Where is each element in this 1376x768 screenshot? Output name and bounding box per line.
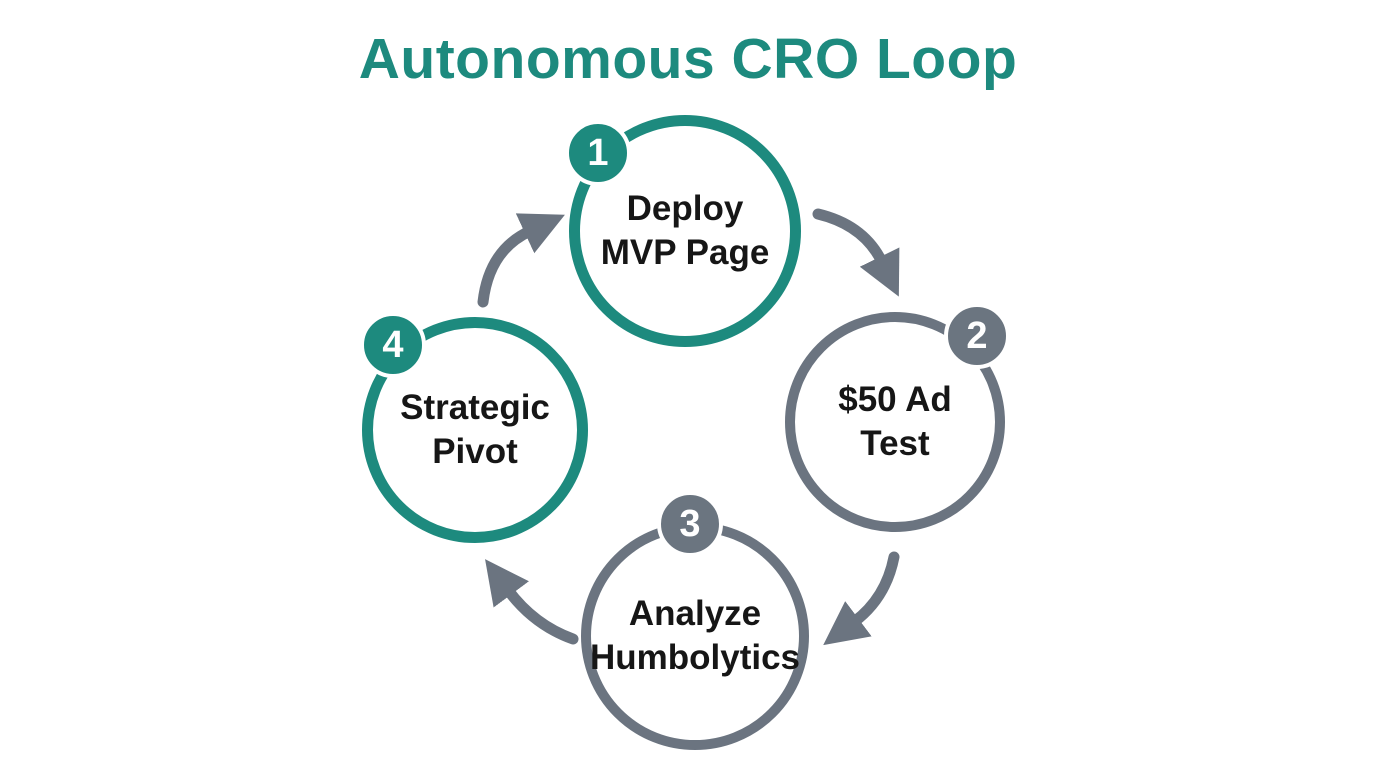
step-number-badge-4: 4	[360, 312, 426, 378]
step-circle-analyze-humbolytics: Analyze Humbolytics	[581, 522, 809, 750]
step-number-badge-2: 2	[944, 303, 1010, 369]
arrow-4-to-1-icon	[477, 213, 565, 308]
step-label: $50 Ad Test	[838, 379, 952, 463]
step-number-badge-3: 3	[657, 491, 723, 557]
step-label: Strategic Pivot	[400, 387, 550, 471]
arrow-1-to-2-icon	[812, 208, 900, 297]
diagram-title: Autonomous CRO Loop	[358, 27, 1018, 91]
arrow-2-to-3-icon	[823, 551, 900, 646]
step-label: Analyze Humbolytics	[589, 593, 801, 677]
arrow-3-to-4-icon	[485, 559, 579, 645]
step-number-badge-1: 1	[565, 120, 631, 186]
step-label: Deploy MVP Page	[600, 188, 770, 272]
